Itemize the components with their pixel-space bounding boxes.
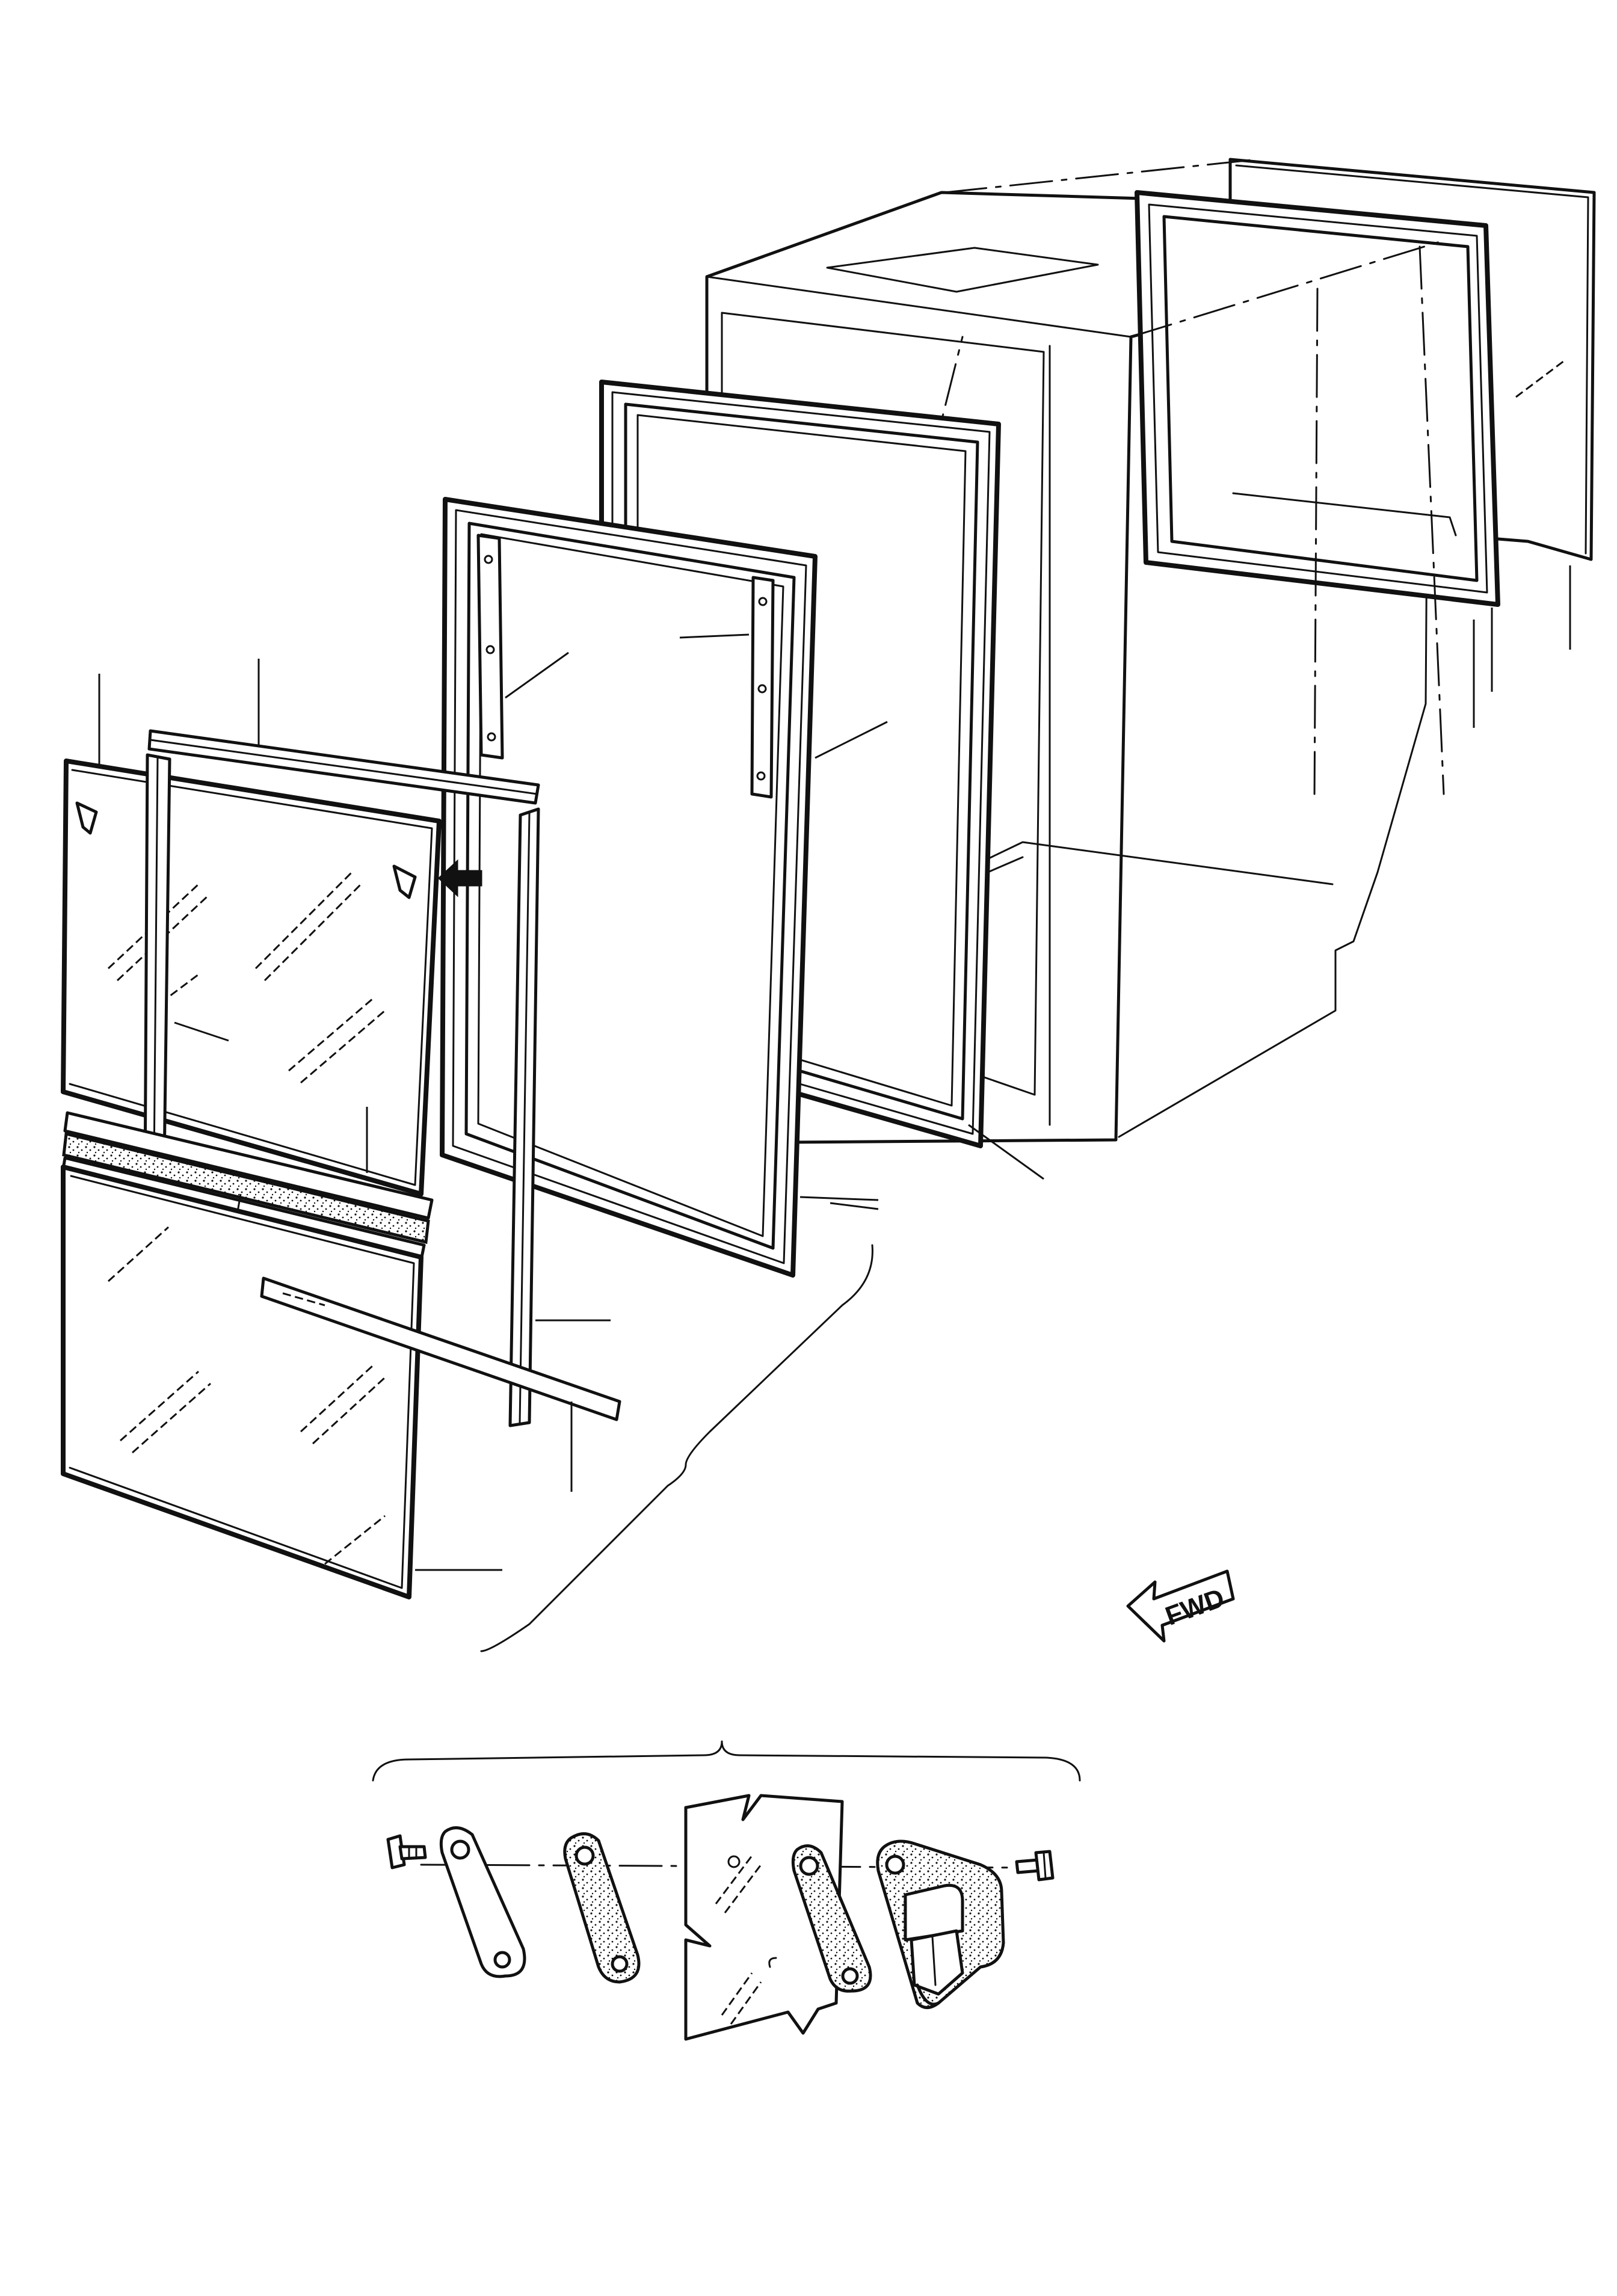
vertical-slide-rail	[508, 807, 611, 1427]
latch-plate-gasket-left	[563, 1832, 641, 1984]
rear-window-seal-frame	[1135, 190, 1500, 607]
top-horizontal-rail	[147, 729, 540, 805]
bottom-diagonal-strip	[260, 1276, 621, 1492]
rear-window-leader-lines	[1473, 565, 1571, 728]
latch-detail-brace	[372, 1740, 1081, 1782]
screw-right	[1015, 1850, 1055, 1882]
frame-channel-strip-left	[476, 534, 504, 760]
screw-left	[386, 1834, 427, 1870]
latch-plate-gasket-right	[791, 1844, 872, 1993]
rear-window-alignment-lines	[943, 158, 1445, 801]
frame-channel-strip-right	[750, 576, 775, 799]
latch-plate-plain	[439, 1826, 526, 1978]
forward-direction-indicator: FWD	[1126, 1569, 1235, 1643]
latch-handle-body	[876, 1839, 1005, 2009]
lower-fixed-glass-pane	[61, 1165, 502, 1599]
upper-leader-lines	[98, 659, 260, 767]
assembly-grouping-brace	[480, 1244, 873, 1652]
fastener-location-arrow	[437, 859, 482, 897]
center-leader-lines	[505, 633, 1044, 1210]
